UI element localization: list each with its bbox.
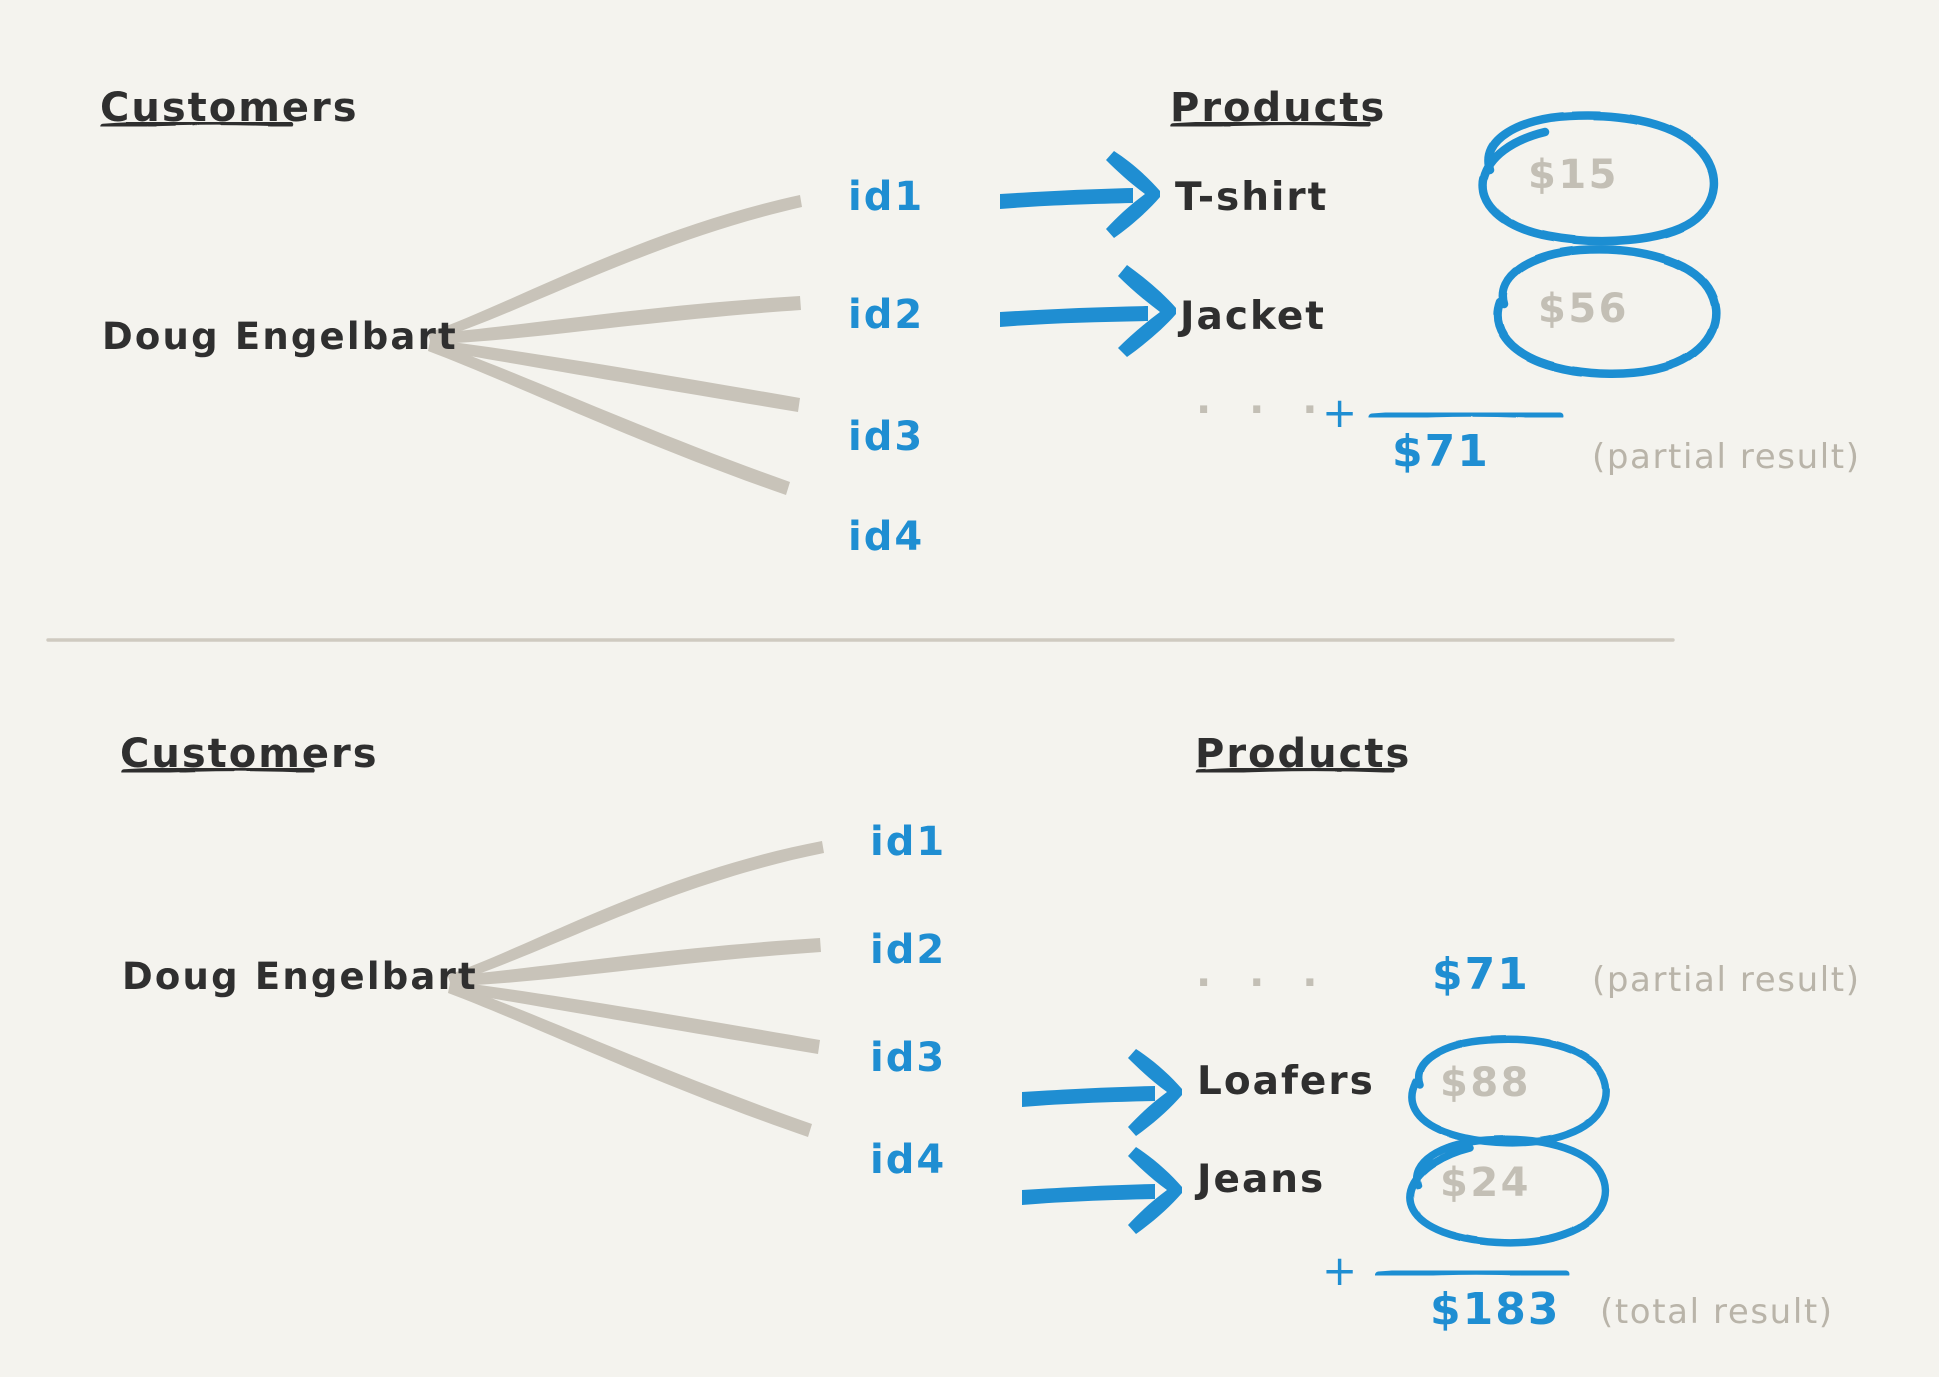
arrow-id3-loafers [1022, 1049, 1182, 1136]
arrow-id2-jacket [1000, 265, 1176, 357]
ellipsis-top: · · · [1196, 387, 1330, 433]
id-label-bottom-2[interactable]: id2 [870, 927, 947, 973]
arrow-id1-tshirt [1000, 151, 1160, 238]
note-partial-result-top: (partial result) [1592, 437, 1861, 477]
plus-sign-bottom: + [1322, 1246, 1359, 1295]
product-label-loafers: Loafers [1197, 1059, 1375, 1104]
ellipsis-bottom: · · · [1196, 960, 1330, 1006]
id-label-bottom-1[interactable]: id1 [870, 819, 947, 865]
id-label-top-4[interactable]: id4 [848, 514, 925, 560]
price-label-loafers: $88 [1440, 1060, 1531, 1106]
sum-top: $71 [1392, 426, 1490, 477]
sum-bottom: $183 [1430, 1284, 1561, 1335]
customers-heading-bottom: Customers [120, 731, 379, 777]
product-label-tshirt: T-shirt [1175, 175, 1329, 220]
product-label-jeans: Jeans [1197, 1157, 1326, 1202]
note-partial-result-bottom: (partial result) [1592, 960, 1861, 1000]
arrow-id4-jeans [1022, 1147, 1182, 1234]
plus-sign-top: + [1322, 388, 1359, 437]
product-label-jacket: Jacket [1180, 294, 1326, 339]
id-label-bottom-4[interactable]: id4 [870, 1137, 947, 1183]
customer-name-top: Doug Engelbart [102, 315, 458, 358]
note-total-result-bottom: (total result) [1600, 1292, 1834, 1332]
price-label-tshirt: $15 [1528, 152, 1619, 198]
sum-rule-top [1368, 409, 1564, 421]
price-label-jacket: $56 [1538, 286, 1629, 332]
id-label-bottom-3[interactable]: id3 [870, 1035, 947, 1081]
fan-lines-top [428, 195, 802, 495]
id-label-top-2[interactable]: id2 [848, 292, 925, 338]
customers-heading-top: Customers [100, 85, 359, 131]
sum-rule-bottom [1374, 1267, 1570, 1279]
carried-sum-bottom: $71 [1432, 949, 1530, 1000]
id-label-top-3[interactable]: id3 [848, 414, 925, 460]
products-heading-top: Products [1170, 85, 1387, 131]
fan-lines-bottom [448, 841, 824, 1137]
customer-name-bottom: Doug Engelbart [122, 955, 478, 998]
id-label-top-1[interactable]: id1 [848, 174, 925, 220]
products-heading-bottom: Products [1195, 731, 1412, 777]
price-label-jeans: $24 [1440, 1160, 1531, 1206]
